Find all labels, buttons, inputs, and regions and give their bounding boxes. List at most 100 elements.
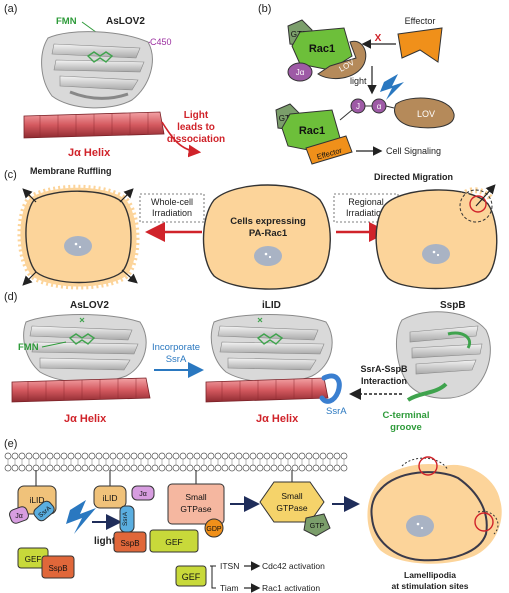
lipid-head — [165, 452, 173, 460]
lipid-head — [291, 464, 299, 472]
rac1-label-b2: Rac1 — [299, 125, 325, 137]
gdp-shape — [204, 518, 224, 538]
incorporate-1: Incorporate — [152, 342, 200, 353]
lipid-head — [67, 464, 75, 472]
groove-2: groove — [390, 422, 422, 433]
cdc42-label: Cdc42 activation — [262, 561, 325, 571]
ssra-d-shape — [319, 373, 342, 404]
lipid-head — [200, 464, 208, 472]
interaction-2: Interaction — [361, 376, 407, 386]
lipid-head — [270, 452, 278, 460]
panel-d: (d) AsLOV2 FMN Jα Helix Incorporate SsrA… — [4, 291, 491, 433]
ja-helix-d2-label: Jα Helix — [256, 413, 299, 425]
lipid-head — [123, 464, 131, 472]
small-gtpase-shape-1 — [167, 483, 225, 525]
lipid-head — [109, 452, 117, 460]
lipid-head — [46, 464, 54, 472]
lipid-head — [284, 452, 292, 460]
ilid-label-e2: iLID — [102, 493, 117, 503]
lipid-head — [214, 464, 222, 472]
gdp-label: GDP — [206, 526, 222, 533]
lipid-head — [179, 452, 187, 460]
regional-1: Regional — [348, 197, 384, 207]
dissociation-arrow — [161, 121, 202, 158]
aslov2-d-structure — [23, 314, 147, 383]
ja-helix-d1-label: Jα Helix — [64, 413, 107, 425]
lipid-head — [151, 464, 159, 472]
sspb-label-e1: SspB — [48, 564, 67, 573]
j-label: J — [356, 102, 360, 111]
lipid-head — [102, 452, 110, 460]
light-dissociation-3: dissociation — [167, 134, 225, 145]
lipid-head — [102, 464, 110, 472]
small-gtpase-2a: Small — [281, 491, 302, 501]
light-bolt-b — [380, 74, 404, 100]
lipid-head — [53, 452, 61, 460]
ja-shape-e2 — [131, 485, 155, 501]
lipid-head — [340, 452, 348, 460]
lipid-head — [74, 452, 82, 460]
ilid-label-e1: iLID — [29, 495, 44, 505]
panel-a: (a) AsLOV2 FMN C450 Jα Helix Light leads… — [4, 3, 225, 159]
ja-helix-a — [23, 111, 165, 139]
lov-label-b2: LOV — [417, 109, 435, 119]
incorporate-2: SsrA — [166, 354, 187, 365]
lipid-head — [137, 464, 145, 472]
ja-label-e2: Jα — [139, 491, 147, 498]
lipid-head — [263, 452, 271, 460]
lipid-head — [312, 464, 320, 472]
lipid-head — [333, 464, 341, 472]
lipid-head — [221, 464, 229, 472]
ja-shape-b1 — [287, 62, 313, 82]
lipid-head — [333, 452, 341, 460]
lipid-head — [326, 452, 334, 460]
gef-label-e1: GEF — [25, 555, 42, 564]
light-dissociation-1: Light — [184, 110, 209, 121]
lipid-head — [88, 452, 96, 460]
lipid-head — [305, 464, 313, 472]
lipid-head — [60, 464, 68, 472]
lipid-head — [18, 464, 26, 472]
lipid-head — [263, 464, 271, 472]
lov-shape-b2 — [394, 97, 455, 129]
whole-cell-2: Irradiation — [152, 208, 192, 218]
effector-shape-b1 — [397, 27, 443, 63]
light-dissociation-2: leads to — [177, 122, 215, 133]
a-label: α — [377, 102, 382, 111]
effector-shape-b2 — [305, 135, 353, 165]
gef-legend-shape — [175, 565, 207, 587]
lamellipodia-1: Lamellipodia — [404, 570, 456, 580]
lamellipodia-cell — [367, 456, 502, 564]
aslov2-title: AsLOV2 — [106, 16, 145, 27]
lipid-head — [277, 464, 285, 472]
lipid-head — [158, 452, 166, 460]
lipid-head — [81, 464, 89, 472]
lipid-head — [228, 464, 236, 472]
ssra-d-label: SsrA — [326, 406, 347, 417]
light-bolt-e — [66, 500, 96, 534]
lipid-head — [60, 452, 68, 460]
lipid-head — [74, 464, 82, 472]
lipid-head — [67, 452, 75, 460]
lipid-head — [4, 464, 12, 472]
sspb-label-e2: SspB — [120, 539, 139, 548]
gef-shape-e2 — [149, 529, 199, 553]
ssra-shape-e1 — [33, 500, 55, 522]
lipid-head — [326, 464, 334, 472]
lipid-head — [256, 452, 264, 460]
center-text-1: Cells expressing — [230, 216, 306, 227]
lipid-head — [298, 452, 306, 460]
panel-b: (b) GTP Rac1 Jα LOV Effector X light GTP… — [258, 3, 455, 165]
lipid-head — [95, 464, 103, 472]
fmn-d-label: FMN — [18, 342, 39, 353]
ilid-d-structure — [210, 314, 333, 383]
ruffling-cell — [17, 184, 140, 290]
directed-migration-title: Directed Migration — [374, 172, 453, 182]
center-cell: Cells expressing PA-Rac1 — [202, 184, 331, 290]
membrane-bilayer — [4, 452, 348, 472]
lipid-head — [249, 464, 257, 472]
fmn-label: FMN — [56, 16, 77, 27]
lipid-head — [340, 464, 348, 472]
center-text-2: PA-Rac1 — [249, 228, 288, 239]
